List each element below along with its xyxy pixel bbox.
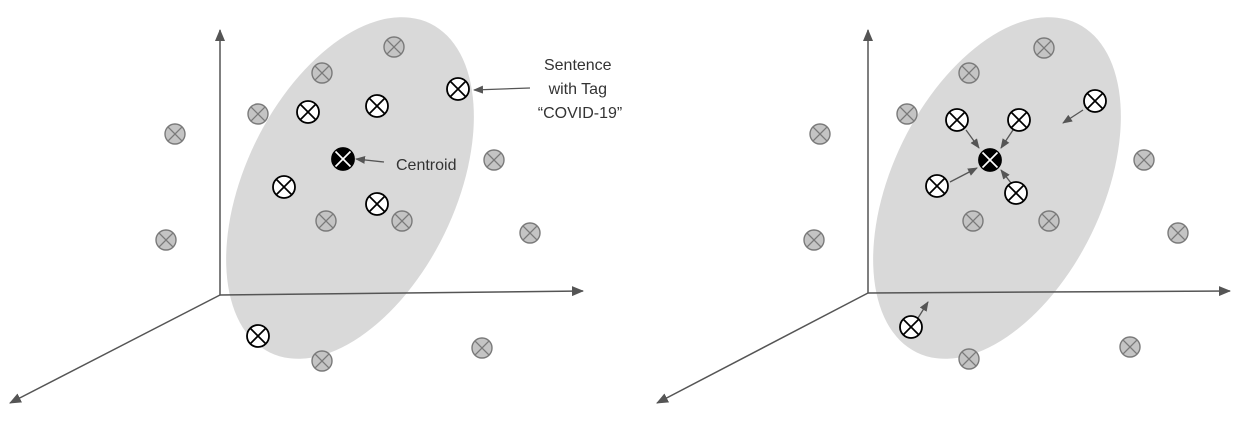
- centroid-label: Centroid: [396, 157, 456, 174]
- right-panel: [656, 17, 1231, 404]
- tagged-sentence-point: [296, 100, 320, 124]
- sentence-tag-label: Sentence with Tag “COVID-19”: [538, 57, 622, 122]
- tagged-sentence-point: [246, 324, 270, 348]
- centroid-point: [331, 147, 355, 171]
- cluster-ellipse: [226, 17, 474, 359]
- points: [155, 36, 541, 372]
- other-sentence-point: [391, 210, 413, 232]
- other-sentence-point: [958, 62, 980, 84]
- other-sentence-point: [311, 350, 333, 372]
- axes: [656, 29, 1231, 404]
- tagged-sentence-point: [925, 174, 949, 198]
- centroid-point: [978, 148, 1002, 172]
- centroid-annotation-arrow: [355, 155, 385, 164]
- x-axis: [219, 286, 584, 297]
- move-arrow: [949, 167, 978, 183]
- other-sentence-point: [311, 62, 333, 84]
- other-sentence-point: [1038, 210, 1060, 232]
- sentence-annotation-arrow: [473, 85, 531, 94]
- annotation-arrows: [355, 85, 531, 164]
- tagged-sentence-point: [1083, 89, 1107, 113]
- points: [803, 37, 1189, 370]
- other-sentence-point: [958, 348, 980, 370]
- tagged-sentence-point: [365, 94, 389, 118]
- cluster-ellipse: [873, 17, 1121, 359]
- x-axis: [867, 286, 1231, 297]
- other-sentence-point: [896, 103, 918, 125]
- other-sentence-point: [471, 337, 493, 359]
- left-panel: Sentence with Tag “COVID-19” Centroid: [9, 17, 622, 404]
- move-arrow: [965, 129, 980, 149]
- tagged-sentence-point: [899, 315, 923, 339]
- other-sentence-point: [247, 103, 269, 125]
- other-sentence-point: [383, 36, 405, 58]
- move-arrow: [917, 301, 929, 319]
- axes: [9, 29, 584, 404]
- other-sentence-point: [519, 222, 541, 244]
- tagged-sentence-point: [272, 175, 296, 199]
- other-sentence-point: [483, 149, 505, 171]
- other-sentence-point: [155, 229, 177, 251]
- tagged-sentence-point: [365, 192, 389, 216]
- move-arrow: [1000, 169, 1012, 184]
- tagged-sentence-point: [1007, 108, 1031, 132]
- tagged-sentence-point: [446, 77, 470, 101]
- other-sentence-point: [1133, 149, 1155, 171]
- other-sentence-point: [164, 123, 186, 145]
- tagged-sentence-point: [1004, 181, 1028, 205]
- tagged-sentence-point: [945, 108, 969, 132]
- move-arrow: [1062, 109, 1084, 124]
- other-sentence-point: [803, 229, 825, 251]
- movement-arrows: [917, 109, 1084, 319]
- z-axis: [656, 292, 869, 404]
- z-axis: [9, 294, 221, 404]
- other-sentence-point: [1167, 222, 1189, 244]
- other-sentence-point: [1119, 336, 1141, 358]
- other-sentence-point: [1033, 37, 1055, 59]
- other-sentence-point: [315, 210, 337, 232]
- move-arrow: [1000, 129, 1014, 149]
- other-sentence-point: [962, 210, 984, 232]
- other-sentence-point: [809, 123, 831, 145]
